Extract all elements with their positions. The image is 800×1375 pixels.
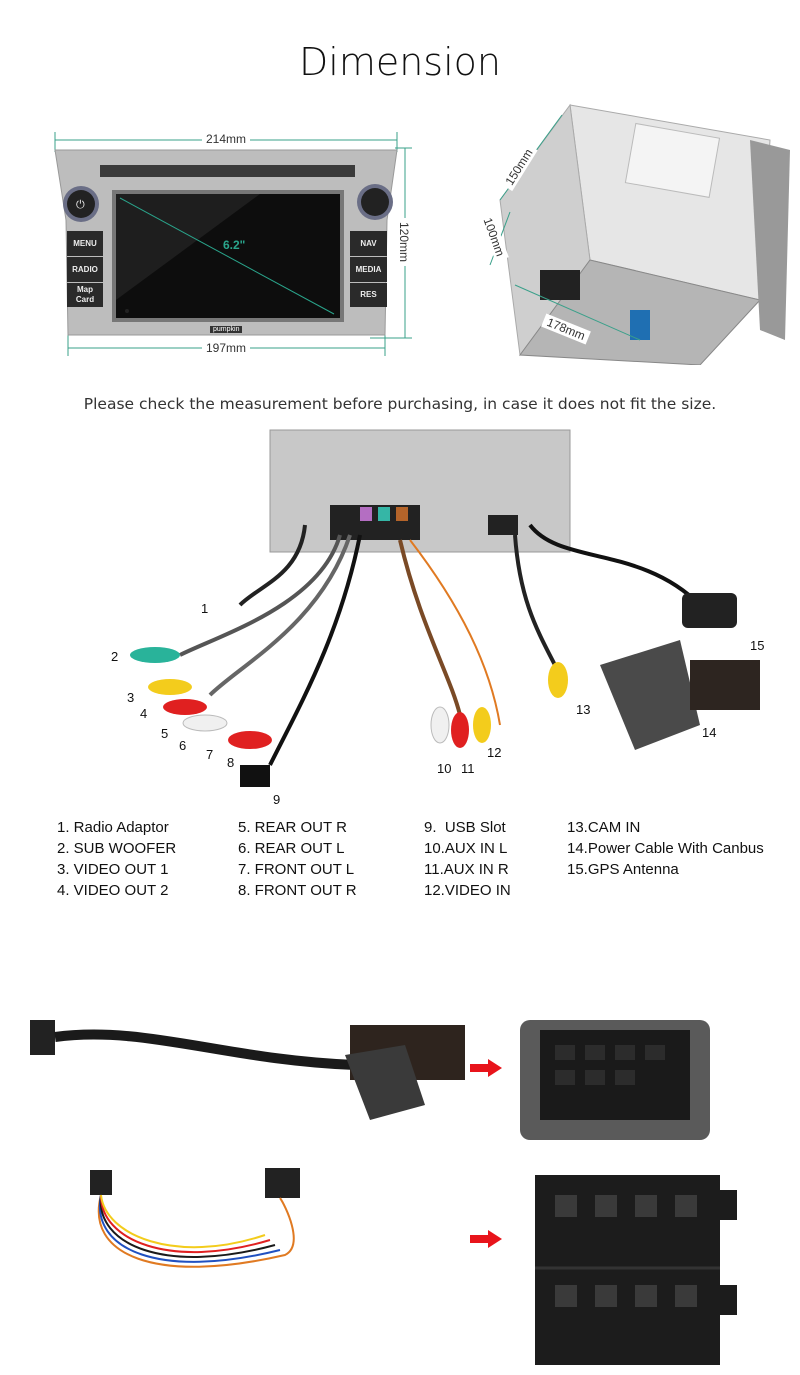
back-view-diagram: 150mm 100mm 178mm <box>470 100 800 365</box>
screen-size-label: 6.2" <box>223 238 246 252</box>
arrow-right-icon <box>470 1059 502 1077</box>
callout-11: 11 <box>461 761 475 776</box>
iso-connector-photo <box>530 1170 745 1370</box>
legend-column-2: 5. REAR OUT R 6. REAR OUT L 7. FRONT OUT… <box>238 817 357 901</box>
nav-button: NAV <box>350 231 387 256</box>
front-height: 120mm <box>397 217 412 267</box>
callout-7: 7 <box>206 747 214 762</box>
legend-column-4: 13.CAM IN 14.Power Cable With Canbus 15.… <box>567 817 764 880</box>
wiring-diagram: 1 2 3 4 5 6 7 8 9 10 11 12 13 14 15 <box>0 425 800 810</box>
callout-14: 14 <box>702 725 717 740</box>
front-width-top: 214mm <box>202 132 251 146</box>
legend-item: 5. REAR OUT R <box>238 819 347 836</box>
front-width-bottom: 197mm <box>202 341 251 355</box>
callout-1: 1 <box>201 601 209 616</box>
iso-harness-photo <box>75 1165 315 1295</box>
legend-item: 7. FRONT OUT L <box>238 861 355 878</box>
callout-10: 10 <box>437 761 452 776</box>
map-card-slot: Map Card <box>67 283 103 307</box>
legend-item: 14.Power Cable With Canbus <box>567 840 764 857</box>
legend-item: 11.AUX IN R <box>424 861 509 878</box>
callout-8: 8 <box>227 755 235 770</box>
svg-text:⏻: ⏻ <box>76 199 85 211</box>
callout-13: 13 <box>576 702 591 717</box>
pumpkin-logo: pumpkin <box>210 326 243 333</box>
radio-button: RADIO <box>67 257 103 282</box>
page-title: Dimension <box>299 40 501 84</box>
legend-item: 8. FRONT OUT R <box>238 882 357 899</box>
callout-12: 12 <box>487 745 502 760</box>
legend-item: 6. REAR OUT L <box>238 840 345 857</box>
legend-item: 13.CAM IN <box>567 819 641 836</box>
legend-column-1: 1. Radio Adaptor 2. SUB WOOFER 3. VIDEO … <box>57 817 176 901</box>
callout-15: 15 <box>750 638 765 653</box>
legend-item: 15.GPS Antenna <box>567 861 679 878</box>
canbus-harness-photo <box>25 1015 495 1135</box>
res-button: RES <box>350 283 387 307</box>
legend-item: 9. USB Slot <box>424 819 506 836</box>
menu-button: MENU <box>67 231 103 256</box>
callout-5: 5 <box>161 726 169 741</box>
media-button: MEDIA <box>350 257 387 282</box>
arrow-right-icon <box>470 1230 502 1248</box>
legend-item: 12.VIDEO IN <box>424 882 511 899</box>
legend-item: 1. Radio Adaptor <box>57 819 169 836</box>
legend-item: 3. VIDEO OUT 1 <box>57 861 169 878</box>
legend-item: 10.AUX IN L <box>424 840 508 857</box>
front-view-diagram: ⏻ 214mm 197mm 120mm 6.2" pumpkin MENU RA… <box>40 120 420 360</box>
callout-4: 4 <box>140 706 148 721</box>
legend-column-3: 9. USB Slot 10.AUX IN L 11.AUX IN R 12.V… <box>424 817 511 901</box>
callout-9: 9 <box>273 792 281 807</box>
callout-6: 6 <box>179 738 187 753</box>
measurement-caption: Please check the measurement before purc… <box>83 395 717 413</box>
canbus-connector-photo <box>515 1015 715 1145</box>
callout-2: 2 <box>111 649 119 664</box>
callout-3: 3 <box>127 690 135 705</box>
legend-item: 4. VIDEO OUT 2 <box>57 882 169 899</box>
legend-item: 2. SUB WOOFER <box>57 840 177 857</box>
